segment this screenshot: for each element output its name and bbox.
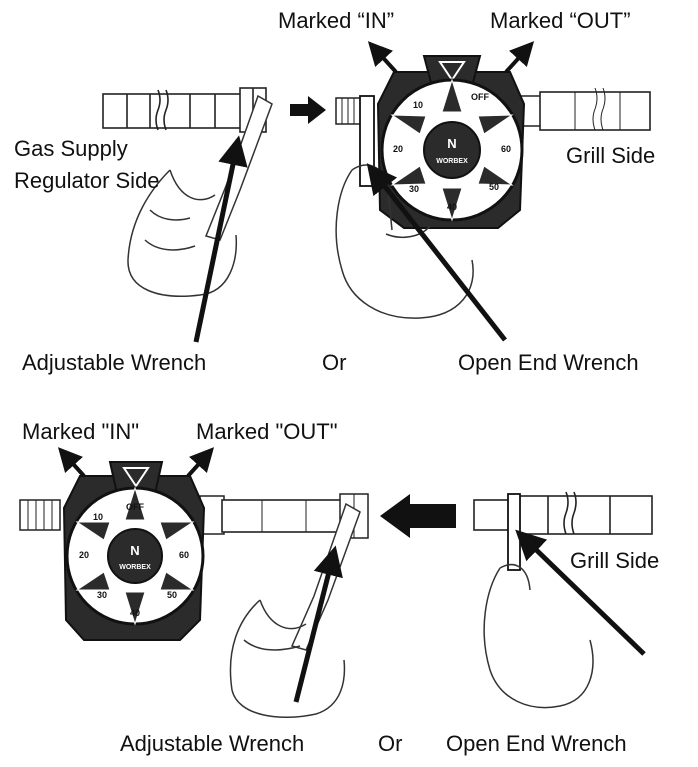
top-dial-10: 10 [413, 100, 423, 110]
top-open-end-wrench-pointer [366, 163, 507, 342]
bottom-in-label: Marked "IN" [22, 419, 140, 444]
svg-text:N: N [130, 543, 139, 558]
top-out-arrow [504, 41, 535, 74]
top-supply-label-line1: Gas Supply [14, 136, 128, 161]
top-supply-hose [102, 87, 267, 133]
bottom-dial-40: 40 [130, 608, 140, 618]
bottom-open-end-wrench-pointer [515, 529, 646, 656]
top-dial-off: OFF [471, 92, 489, 102]
bottom-dial-30: 30 [97, 590, 107, 600]
bottom-dial-off: OFF [126, 502, 144, 512]
top-adjustable-wrench-label: Adjustable Wrench [22, 350, 207, 375]
bottom-open-end-wrench-label: Open End Wrench [446, 731, 627, 756]
top-dial-50: 50 [489, 182, 499, 192]
top-in-label: Marked “IN” [278, 8, 395, 33]
top-panel: N WORBEX OFF 10 20 30 40 50 60 [102, 41, 651, 343]
top-dial-20: 20 [393, 144, 403, 154]
bottom-dial-60: 60 [179, 550, 189, 560]
top-grill-label: Grill Side [566, 143, 656, 168]
bottom-dial-50: 50 [167, 590, 177, 600]
bottom-panel: N WORBEX OFF 10 20 30 40 50 60 [19, 447, 653, 719]
bottom-or-label: Or [378, 731, 403, 756]
bottom-out-arrow [186, 447, 215, 478]
top-regulator: N WORBEX OFF 10 20 30 40 50 60 [335, 55, 651, 229]
top-out-label: Marked “OUT” [490, 8, 631, 33]
bottom-adjustable-wrench-pointer [293, 545, 343, 703]
top-direction-arrow [290, 96, 326, 124]
top-or-label: Or [322, 350, 347, 375]
bottom-regulator: N WORBEX OFF 10 20 30 40 50 60 [19, 461, 369, 641]
top-dial-brand: WORBEX [436, 158, 468, 165]
svg-text:N: N [447, 136, 456, 151]
top-open-end-wrench-label: Open End Wrench [458, 350, 639, 375]
bottom-dial-20: 20 [79, 550, 89, 560]
top-supply-label-line2: Regulator Side [14, 168, 160, 193]
top-dial-60: 60 [501, 144, 511, 154]
bottom-grill-hose [473, 491, 653, 535]
bottom-adjustable-wrench-label: Adjustable Wrench [120, 731, 305, 756]
bottom-dial-10: 10 [93, 512, 103, 522]
top-adjustable-wrench-pointer [193, 135, 248, 343]
bottom-dial-brand: WORBEX [119, 564, 151, 571]
top-dial-40: 40 [447, 202, 457, 212]
bottom-out-label: Marked "OUT" [196, 419, 338, 444]
bottom-direction-arrow [380, 494, 456, 538]
top-in-arrow [367, 41, 398, 74]
bottom-in-arrow [57, 447, 86, 478]
bottom-grill-label: Grill Side [570, 548, 660, 573]
bottom-hand-adjustable-wrench [229, 502, 361, 719]
top-dial-30: 30 [409, 184, 419, 194]
